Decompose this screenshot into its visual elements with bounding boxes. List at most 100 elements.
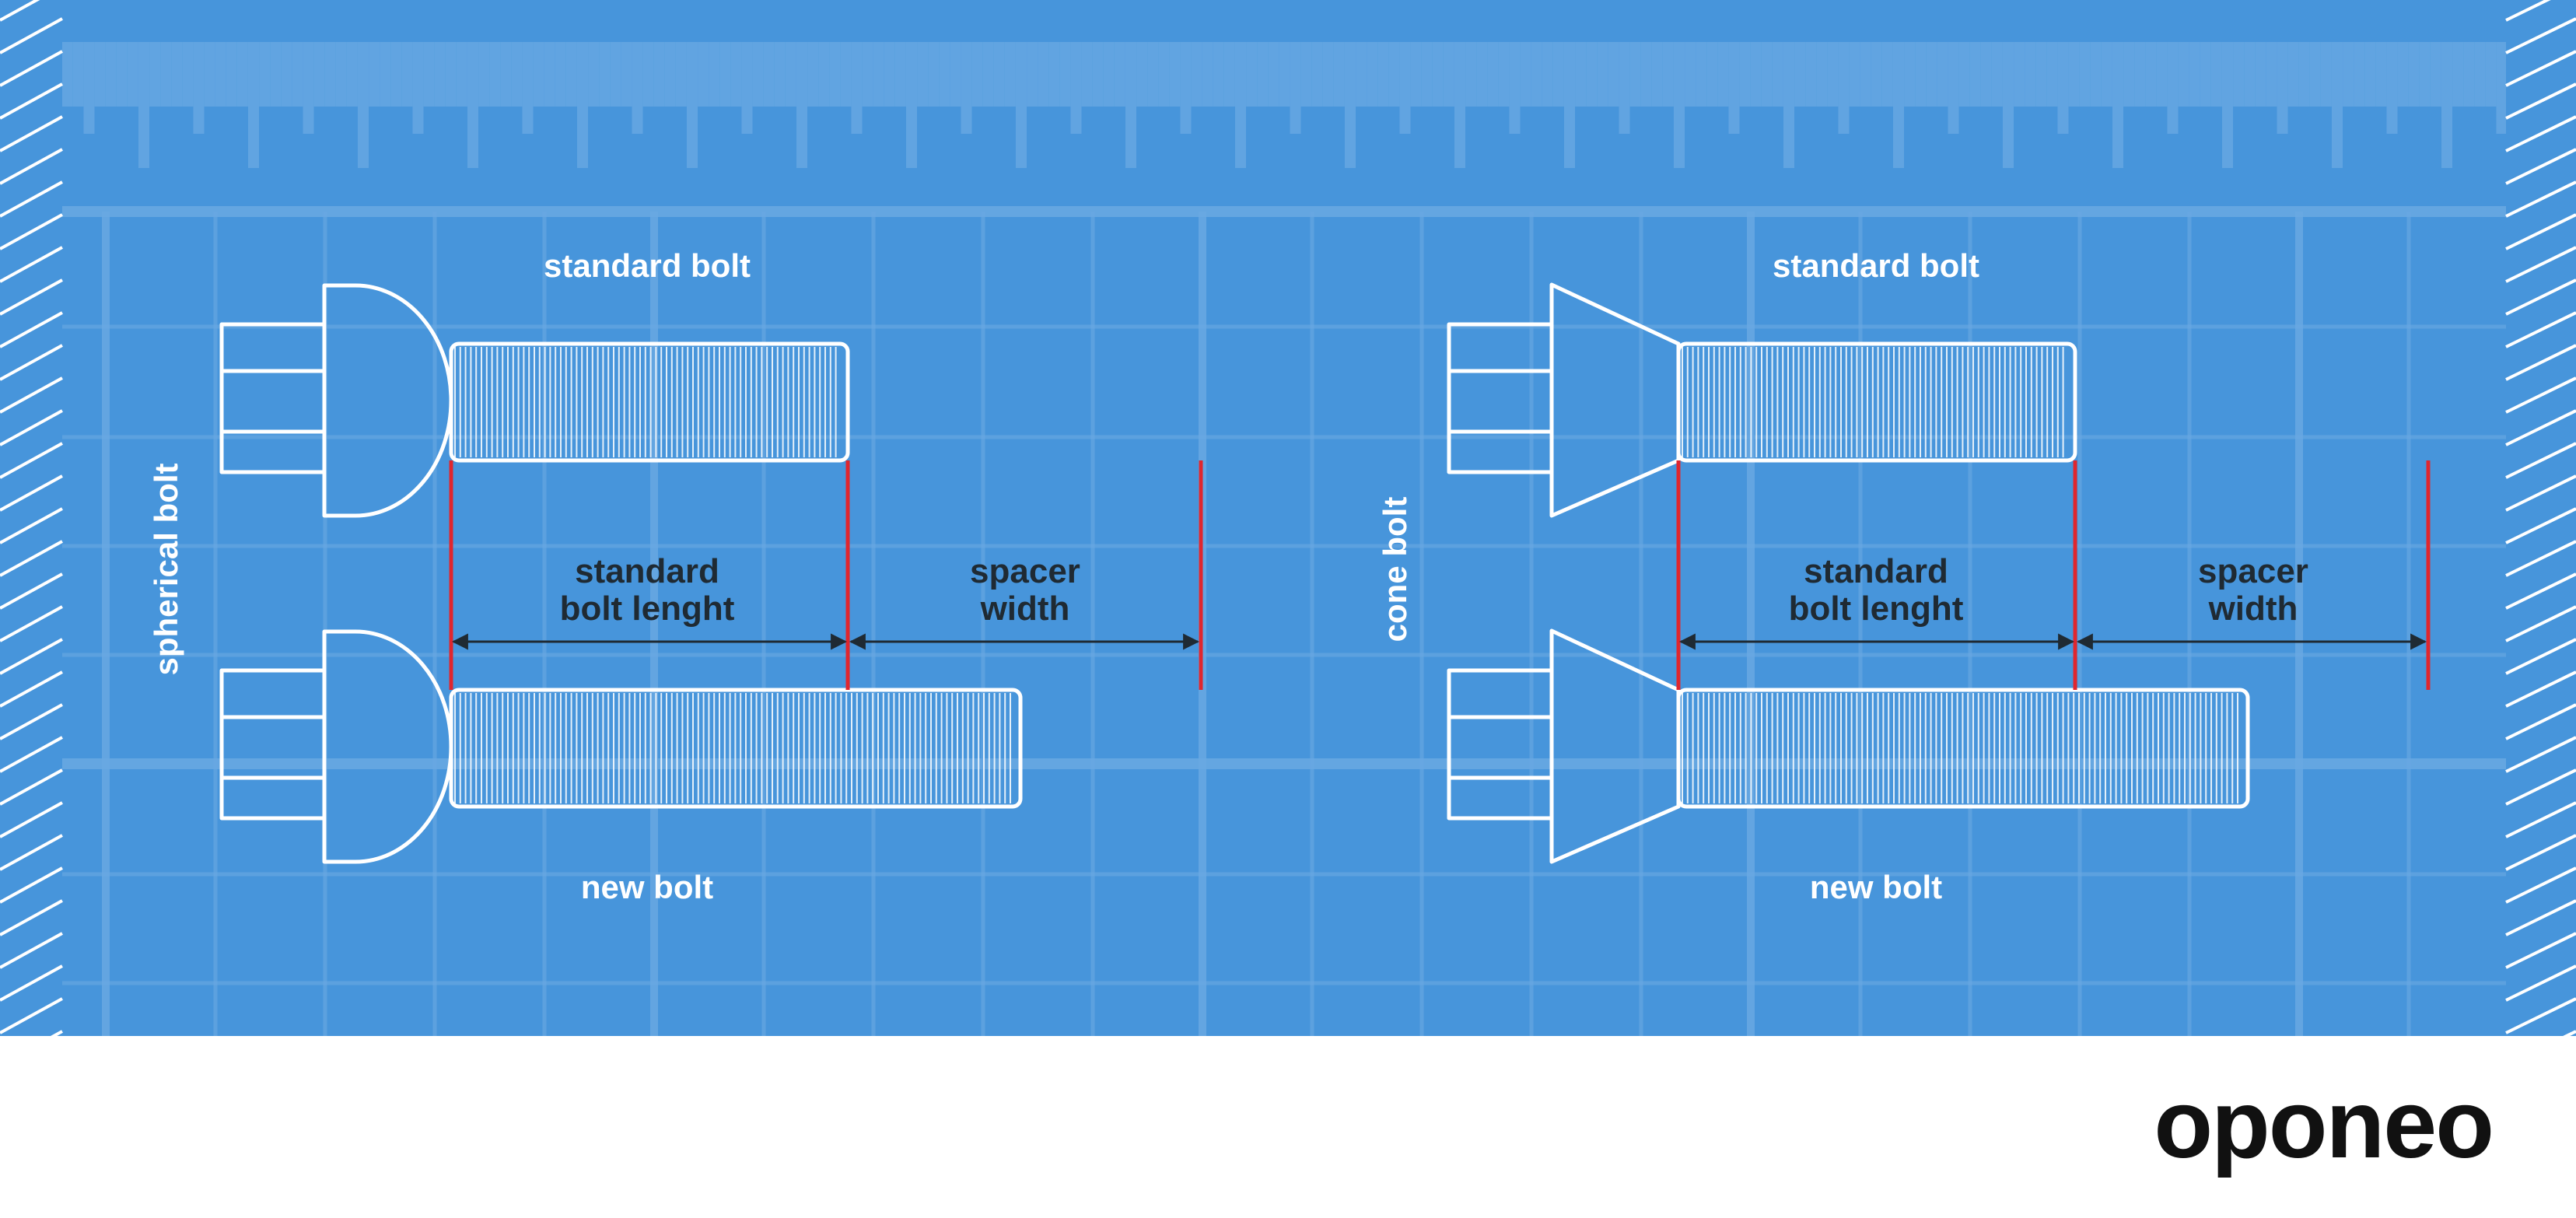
hatch-stripe bbox=[2505, 834, 2576, 871]
hatch-stripe bbox=[0, 736, 63, 773]
hatch-stripe bbox=[2505, 213, 2576, 250]
hatch-stripe bbox=[0, 311, 63, 348]
hatch-stripe bbox=[0, 82, 63, 120]
hatch-stripe bbox=[2505, 0, 2551, 22]
hatch-stripe bbox=[0, 638, 63, 675]
oponeo-logo: oponeo bbox=[2154, 1071, 2493, 1178]
hatch-stripe bbox=[2505, 246, 2576, 283]
standard-bolt bbox=[1447, 282, 2077, 518]
hatch-stripe bbox=[2505, 768, 2576, 806]
hatch-stripe bbox=[0, 670, 63, 708]
hatch-stripe bbox=[0, 801, 63, 838]
hatch-stripe bbox=[2505, 82, 2576, 120]
hatch-stripe bbox=[0, 1062, 63, 1100]
hatch-stripe bbox=[0, 278, 63, 316]
hatch-stripe bbox=[2505, 409, 2576, 446]
hatch-stripe bbox=[0, 932, 63, 969]
hatch-stripe bbox=[2505, 997, 2576, 1034]
hatch-stripe bbox=[0, 246, 63, 283]
blueprint-background bbox=[0, 0, 2576, 1036]
hatch-stripe bbox=[2505, 376, 2576, 414]
hatch-stripe bbox=[2505, 344, 2576, 381]
hatch-stripe bbox=[0, 540, 63, 577]
hatch-stripe bbox=[0, 899, 63, 936]
standard-bolt bbox=[219, 283, 850, 518]
hatch-stripe bbox=[0, 964, 63, 1002]
hatch-stripe bbox=[2505, 17, 2576, 54]
hatch-stripe bbox=[2505, 507, 2576, 544]
new-bolt bbox=[219, 629, 1023, 864]
standard-bolt-label: standard bolt bbox=[544, 247, 751, 284]
hatch-stripe bbox=[2505, 474, 2576, 512]
hatch-stripe bbox=[0, 115, 63, 152]
hatch-stripe bbox=[2505, 115, 2576, 152]
hatch-stripe bbox=[2505, 703, 2576, 740]
hatch-stripe bbox=[0, 474, 63, 512]
hatch-stripe bbox=[2505, 278, 2576, 316]
hatch-stripe bbox=[0, 344, 63, 381]
hatch-stripe bbox=[0, 213, 63, 250]
hatch-stripe bbox=[2505, 540, 2576, 577]
hatch-stripe bbox=[2505, 866, 2576, 904]
hatch-stripe bbox=[0, 376, 63, 414]
hatch-stripe bbox=[0, 148, 63, 185]
hatch-stripe bbox=[2505, 572, 2576, 610]
hatch-stripe bbox=[2505, 148, 2576, 185]
hatch-stripe bbox=[2505, 1030, 2576, 1067]
hatch-stripe bbox=[0, 180, 63, 218]
hatch-stripe bbox=[0, 997, 63, 1034]
new-bolt bbox=[1447, 628, 2250, 864]
dimension-label-line1: spacer bbox=[2198, 552, 2308, 590]
cone-bolt-panel: cone bolt standard bolt new bolt standar… bbox=[1377, 247, 2431, 905]
bolt-threads bbox=[454, 693, 1011, 803]
side-label: spherical bolt bbox=[148, 463, 184, 675]
right-hatch-border bbox=[2505, 0, 2576, 1100]
hatch-stripe bbox=[2505, 605, 2576, 642]
hatch-stripe bbox=[2505, 670, 2576, 708]
bolt-head bbox=[1549, 628, 1681, 864]
hatch-stripe bbox=[2505, 1062, 2576, 1100]
bolt-shank bbox=[449, 341, 850, 463]
hatch-stripe bbox=[0, 1030, 63, 1067]
hatch-stripe bbox=[2505, 964, 2576, 1002]
hatch-stripe bbox=[0, 572, 63, 610]
left-hatch-border bbox=[0, 0, 63, 1100]
hatch-stripe bbox=[2505, 801, 2576, 838]
side-label: cone bolt bbox=[1377, 497, 1413, 642]
standard-bolt-label: standard bolt bbox=[1773, 247, 1979, 284]
hatch-stripe bbox=[0, 17, 63, 54]
hatch-stripe bbox=[0, 866, 63, 904]
dimension-label-line2: width bbox=[2208, 590, 2298, 628]
hatch-stripe bbox=[0, 834, 63, 871]
bolt-shank bbox=[1676, 341, 2077, 463]
hatch-stripe bbox=[0, 442, 63, 479]
hatch-stripe bbox=[2505, 899, 2576, 936]
bolt-threads bbox=[1682, 693, 2238, 803]
hatch-stripe bbox=[2505, 311, 2576, 348]
bolt-threads bbox=[1682, 347, 2064, 457]
bolt-threads bbox=[454, 347, 837, 457]
dimension-label-line1: standard bbox=[1804, 552, 1948, 590]
hatch-stripe bbox=[0, 0, 40, 22]
hatch-stripe bbox=[2505, 736, 2576, 773]
hatch-stripe bbox=[2505, 50, 2576, 87]
hatch-stripe bbox=[2505, 180, 2576, 218]
new-bolt-label: new bolt bbox=[581, 869, 713, 905]
hatch-stripe bbox=[0, 605, 63, 642]
hatch-stripe bbox=[0, 703, 63, 740]
hatch-stripe bbox=[2505, 442, 2576, 479]
ruler-ticks bbox=[29, 42, 2576, 168]
new-bolt-label: new bolt bbox=[1810, 869, 1942, 905]
dimension-label-line2: bolt lenght bbox=[560, 590, 735, 628]
dimension-label-line1: spacer bbox=[970, 552, 1080, 590]
hatch-stripe bbox=[0, 409, 63, 446]
hatch-stripe bbox=[2505, 638, 2576, 675]
spherical-bolt-panel: spherical bolt standard bolt new bolt st… bbox=[148, 247, 1203, 905]
bolt-shank bbox=[449, 688, 1023, 809]
hatch-stripe bbox=[0, 768, 63, 806]
dimension-label-line2: bolt lenght bbox=[1789, 590, 1964, 628]
bolt-shank bbox=[1676, 688, 2250, 809]
hatch-stripe bbox=[0, 507, 63, 544]
hatch-stripe bbox=[0, 50, 63, 87]
